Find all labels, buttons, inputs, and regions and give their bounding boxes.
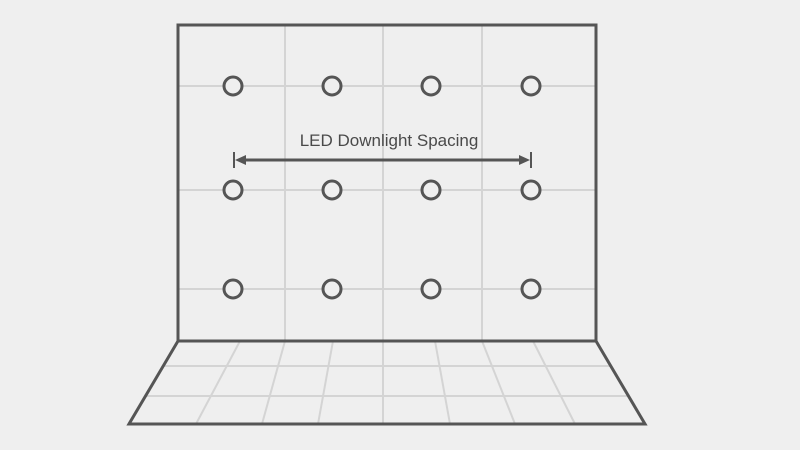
downlight-icon [420, 75, 442, 97]
downlight-icon [321, 179, 343, 201]
downlight-icon [420, 278, 442, 300]
floor-grid-line [261, 340, 286, 425]
floor-grid-line [532, 340, 576, 425]
downlight-icon [520, 179, 542, 201]
floor-grid [145, 340, 629, 425]
arrow-left-head-icon [235, 155, 246, 165]
floor-outline [126, 339, 648, 426]
room-outline [126, 23, 648, 426]
downlight-icon [520, 75, 542, 97]
diagram-title: LED Downlight Spacing [300, 131, 479, 150]
downlight-icon [222, 278, 244, 300]
floor-grid-line [317, 340, 334, 425]
arrow-right-head-icon [519, 155, 530, 165]
floor-grid-line [434, 340, 451, 425]
downlight-icon [321, 278, 343, 300]
downlight-icon [222, 75, 244, 97]
downlight-icon [420, 179, 442, 201]
floor-grid-line [481, 340, 516, 425]
floor-grid-line [195, 340, 241, 425]
downlight-icon [520, 278, 542, 300]
downlight-icon [321, 75, 343, 97]
downlight-icon [222, 179, 244, 201]
spacing-dimension-arrow [233, 152, 532, 168]
downlight-array [222, 75, 542, 300]
